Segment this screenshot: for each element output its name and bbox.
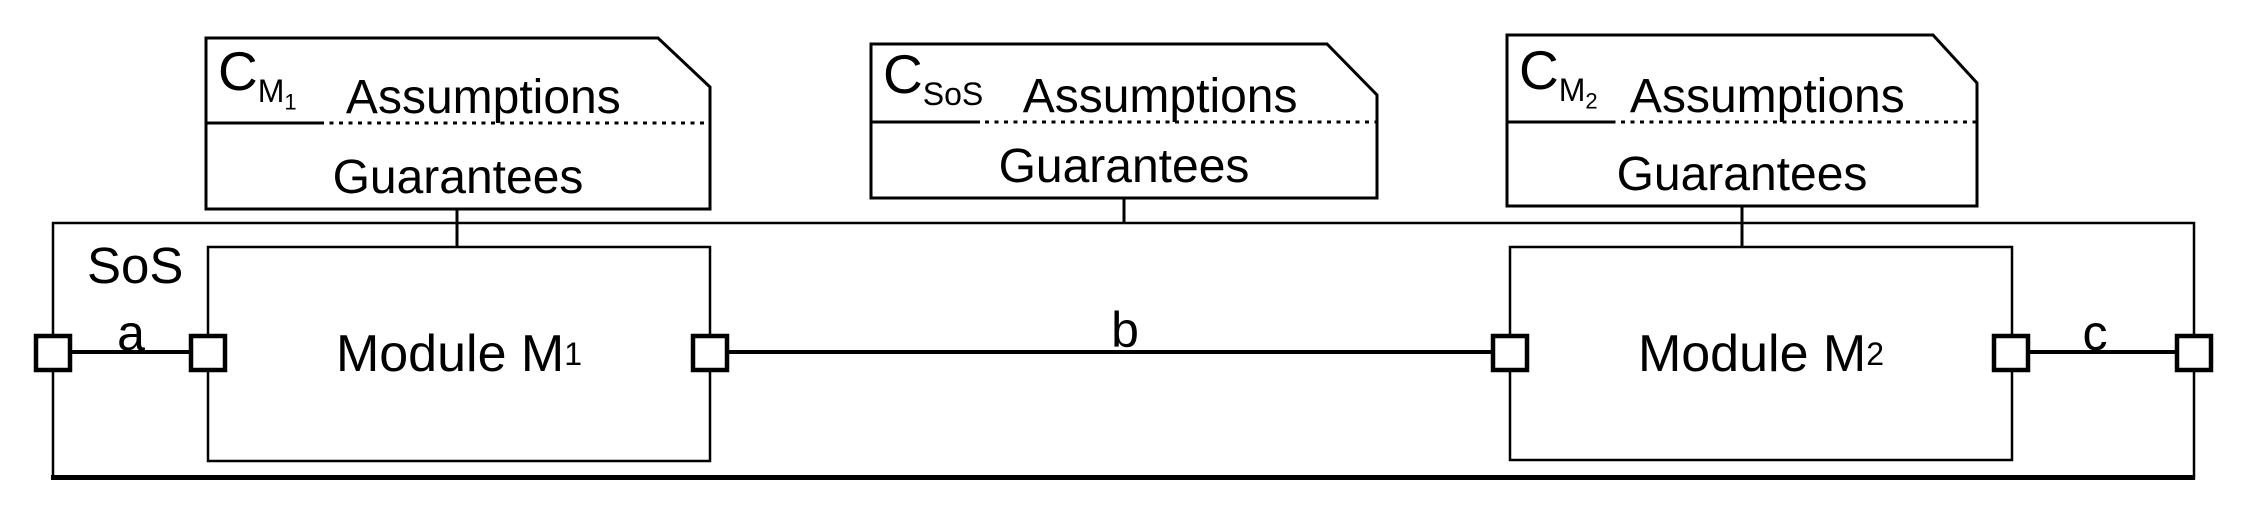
contract-cm1-text: CM1 Assumptions Guarantees <box>206 38 710 209</box>
port-m1-left <box>188 333 228 373</box>
port-sos-left <box>33 333 73 373</box>
contract-cm2-id-base: C <box>1519 38 1559 101</box>
contract-csos-id-base: C <box>883 42 923 105</box>
contract-cm1-note <box>204 36 712 211</box>
module-m2-box <box>1508 245 2014 462</box>
contract-cm1-guarantees-row: Guarantees <box>206 123 710 209</box>
port-m1-right <box>690 333 730 373</box>
contract-csos-guarantees-label: Guarantees <box>998 140 1250 193</box>
contract-csos-id-sub: SoS <box>922 75 984 112</box>
contract-csos-assumptions-label: Assumptions <box>1022 70 1298 123</box>
contract-cm1-id-base: C <box>218 39 258 102</box>
contract-cm2-text: CM2 Assumptions Guarantees <box>1507 35 1977 206</box>
wire-c-label: c <box>2082 305 2108 361</box>
contract-cm2-guarantees-row: Guarantees <box>1507 122 1977 206</box>
module-m1-box <box>206 245 712 463</box>
port-m2-left <box>1490 333 1530 373</box>
contract-cm2-id-sub: M2 <box>1558 71 1598 113</box>
port-sos-right <box>2174 333 2214 373</box>
contract-cm1-assumptions-label: Assumptions <box>345 71 621 124</box>
wire-a-label: a <box>117 305 145 361</box>
contract-csos-assumptions-row: CSoS Assumptions <box>871 44 1377 122</box>
contract-cm2-assumptions-row: CM2 Assumptions <box>1507 35 1977 122</box>
contract-csos-text: CSoS Assumptions Guarantees <box>871 44 1377 198</box>
wire-b-label: b <box>1111 302 1139 358</box>
contract-cm2-note <box>1505 33 1979 208</box>
contract-cm1-guarantees-label: Guarantees <box>332 151 584 204</box>
contract-cm2-guarantees-label: Guarantees <box>1616 148 1868 201</box>
contract-csos-guarantees-row: Guarantees <box>871 122 1377 198</box>
contract-cm1-id: CM1 <box>206 43 297 114</box>
sos-label: SoS <box>87 237 184 294</box>
contract-cm1-assumptions-row: CM1 Assumptions <box>206 38 710 123</box>
contract-cm2-id: CM2 <box>1507 42 1598 113</box>
contract-cm1-id-sub: M1 <box>257 72 297 114</box>
contract-csos-note <box>869 42 1379 200</box>
contract-csos-id: CSoS <box>871 46 984 116</box>
contract-cm2-assumptions-label: Assumptions <box>1629 70 1905 123</box>
port-m2-right <box>1991 333 2031 373</box>
